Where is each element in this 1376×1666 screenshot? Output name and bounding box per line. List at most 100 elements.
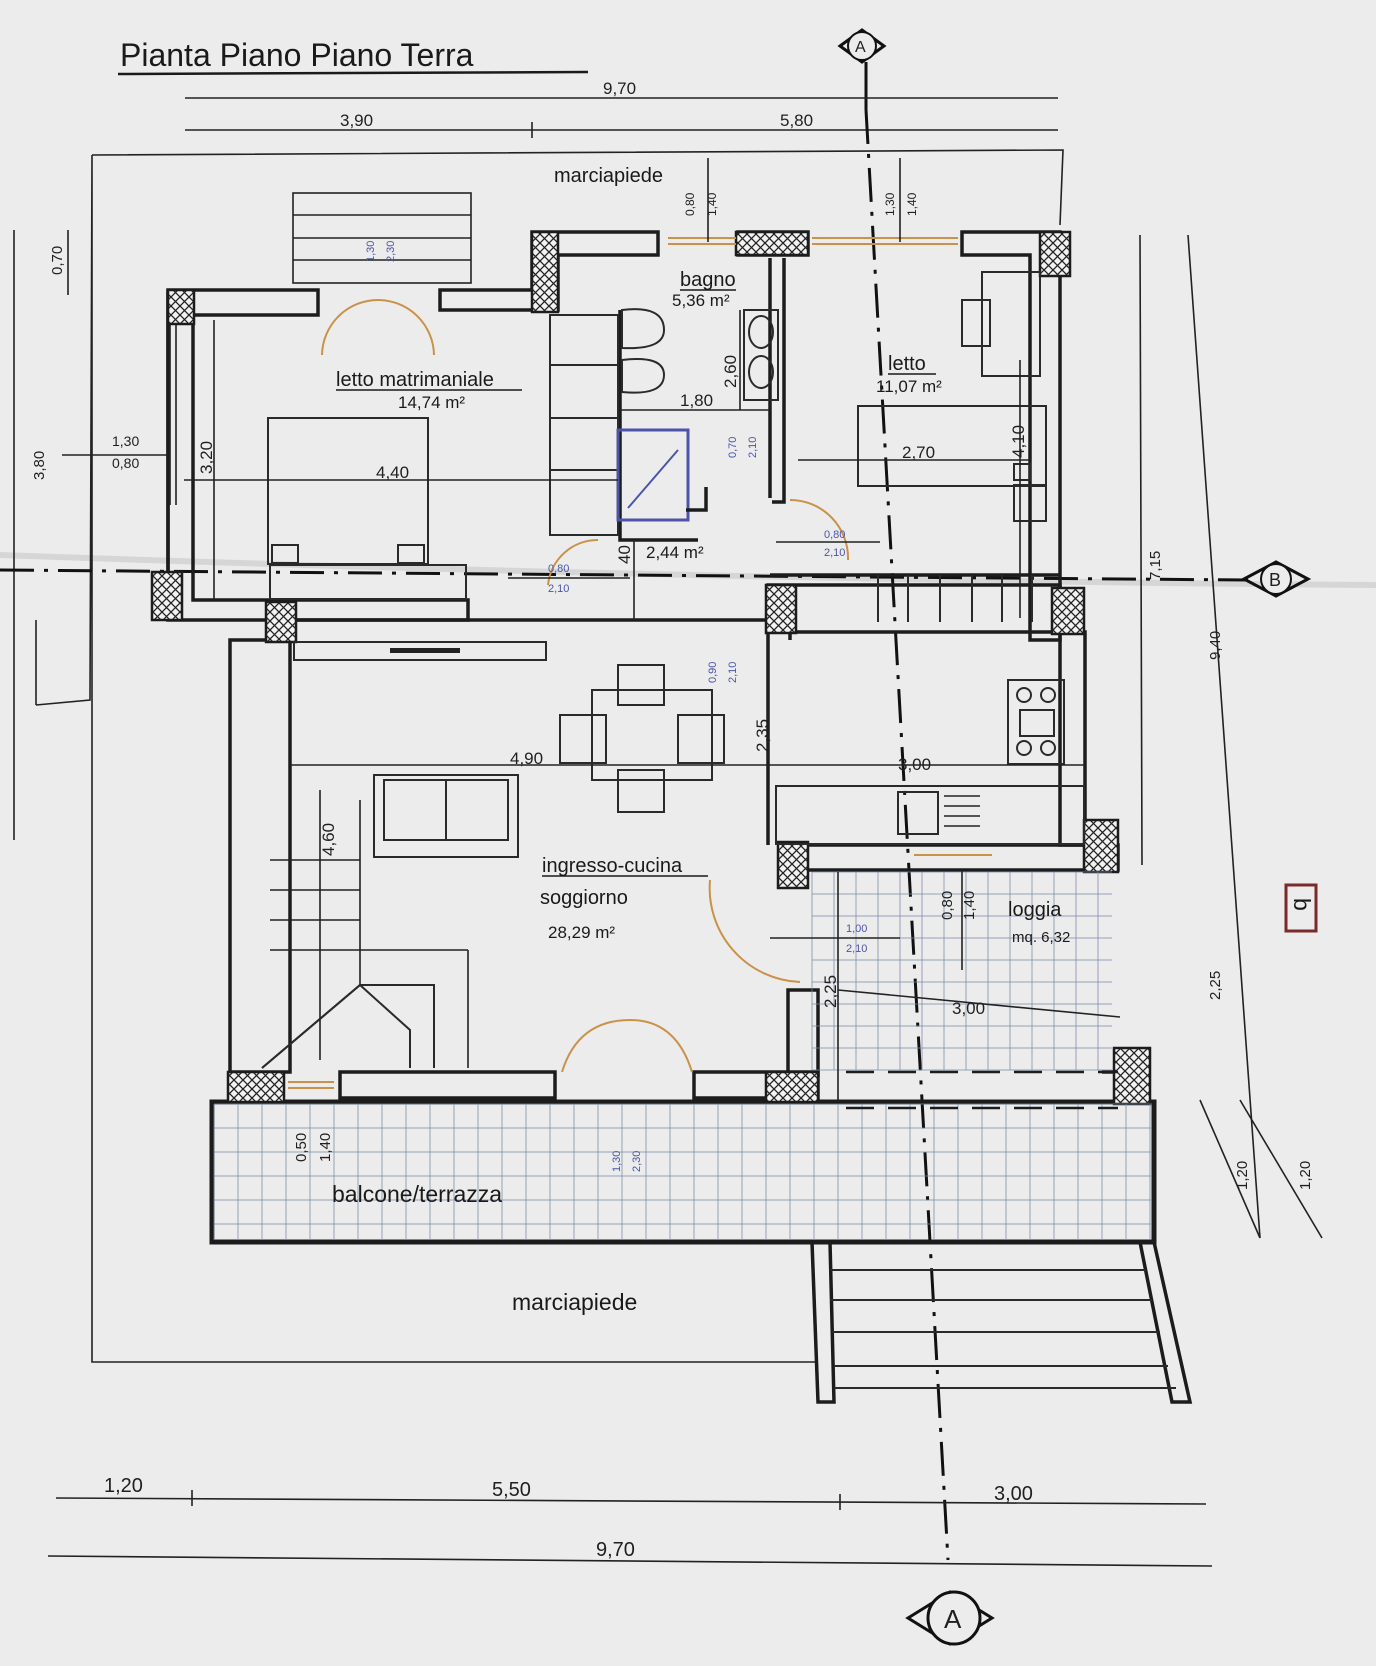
svg-text:2,10: 2,10 xyxy=(548,583,569,595)
section-axis-b xyxy=(0,568,1249,582)
room-living-name2: soggiorno xyxy=(540,887,628,909)
room-living-name1: ingresso-cucina xyxy=(542,855,683,877)
master-bedroom-furniture xyxy=(169,314,619,600)
top-dimensions: 9,70 3,90 5,80 xyxy=(185,79,1058,138)
balcony-floor-grid xyxy=(213,1103,1152,1240)
svg-text:3,00: 3,00 xyxy=(952,999,985,1018)
room-loggia-name: loggia xyxy=(1008,899,1062,921)
bathroom-fixtures xyxy=(616,308,779,522)
side-stamp-label: b xyxy=(1289,898,1315,911)
room-closet-area: 2,44 m² xyxy=(646,543,704,562)
bottom-dimensions: 1,20 5,50 3,00 9,70 xyxy=(47,1475,1213,1567)
svg-text:2,25: 2,25 xyxy=(1207,971,1224,1000)
svg-text:1,30: 1,30 xyxy=(112,433,139,449)
room-bed2-area: 11,07 m² xyxy=(876,377,942,396)
svg-text:1,20: 1,20 xyxy=(1297,1161,1314,1190)
svg-text:2,35: 2,35 xyxy=(753,719,772,752)
plan-title: Pianta Piano Piano Terra xyxy=(120,37,474,73)
svg-text:1,80: 1,80 xyxy=(680,391,713,410)
svg-text:2,30: 2,30 xyxy=(385,241,397,262)
svg-text:0,80: 0,80 xyxy=(548,563,569,575)
label-balcony: balcone/terrazza xyxy=(332,1181,502,1207)
svg-text:40: 40 xyxy=(615,545,634,564)
master-window-door xyxy=(321,299,435,356)
side-stamp xyxy=(1284,883,1318,933)
svg-text:A: A xyxy=(855,39,866,56)
room-master-area: 14,74 m² xyxy=(398,393,465,412)
room-master-name: letto matrimaniale xyxy=(336,369,494,391)
room-bed2-name: letto xyxy=(888,353,926,375)
svg-text:5,80: 5,80 xyxy=(780,111,813,130)
svg-text:1,40: 1,40 xyxy=(317,1133,334,1162)
svg-text:9,70: 9,70 xyxy=(603,79,636,98)
label-sidewalk-bottom: marciapiede xyxy=(512,1289,637,1315)
svg-text:B: B xyxy=(1269,570,1281,590)
svg-text:1,40: 1,40 xyxy=(961,891,978,920)
svg-text:0,90: 0,90 xyxy=(707,662,719,683)
svg-text:1,20: 1,20 xyxy=(1234,1161,1251,1190)
pillars xyxy=(150,230,1152,1106)
svg-text:3,00: 3,00 xyxy=(898,755,931,774)
interior-dimension-text: 4,40 3,20 1,30 0,80 1,80 2,60 2,70 4,10 … xyxy=(112,192,1028,1162)
svg-text:7,15: 7,15 xyxy=(1147,551,1164,580)
svg-text:2,70: 2,70 xyxy=(902,443,935,462)
main-doors xyxy=(561,879,801,1073)
interior-stair xyxy=(261,790,469,1069)
svg-text:1,40: 1,40 xyxy=(905,192,919,216)
outdoor-stair xyxy=(810,1241,1193,1404)
svg-text:2,30: 2,30 xyxy=(631,1151,643,1172)
svg-text:0,80: 0,80 xyxy=(112,455,139,471)
living-furniture xyxy=(293,641,725,858)
room-bath-name: bagno xyxy=(680,269,736,291)
svg-text:2,10: 2,10 xyxy=(727,662,739,683)
right-dimensions: 7,15 9,40 2,25 1,20 1,20 xyxy=(1139,234,1323,1239)
svg-text:2,10: 2,10 xyxy=(747,437,759,458)
svg-text:A: A xyxy=(944,1604,962,1634)
room-bath-area: 5,36 m² xyxy=(672,291,730,310)
svg-text:3,90: 3,90 xyxy=(340,111,373,130)
left-dimensions: 0,70 3,80 xyxy=(13,230,69,840)
svg-text:0,80: 0,80 xyxy=(683,192,697,216)
svg-text:3,80: 3,80 xyxy=(31,451,48,480)
svg-text:0,80: 0,80 xyxy=(824,529,845,541)
svg-text:4,90: 4,90 xyxy=(510,749,543,768)
svg-text:1,00: 1,00 xyxy=(846,923,867,935)
entry-stair-top xyxy=(292,192,472,284)
svg-text:1,40: 1,40 xyxy=(705,192,719,216)
section-mark-a-top: A xyxy=(837,28,887,64)
svg-text:1,20: 1,20 xyxy=(104,1475,143,1497)
svg-text:9,40: 9,40 xyxy=(1207,631,1224,660)
interior-dimension-lines xyxy=(62,158,1121,1110)
svg-text:1,30: 1,30 xyxy=(883,192,897,216)
svg-text:2,10: 2,10 xyxy=(824,547,845,559)
section-mark-a-bottom: A xyxy=(905,1590,995,1646)
svg-text:0,70: 0,70 xyxy=(727,437,739,458)
svg-text:9,70: 9,70 xyxy=(596,1539,635,1561)
svg-text:3,20: 3,20 xyxy=(197,441,216,474)
svg-text:0,50: 0,50 xyxy=(293,1133,310,1162)
svg-text:4,40: 4,40 xyxy=(376,463,409,482)
svg-text:4,10: 4,10 xyxy=(1009,425,1028,458)
svg-text:2,60: 2,60 xyxy=(721,355,740,388)
window-marks xyxy=(288,237,992,1089)
svg-text:0,80: 0,80 xyxy=(939,891,956,920)
hall-doors xyxy=(547,499,850,586)
room-labels: letto matrimaniale 14,74 m² bagno 5,36 m… xyxy=(332,165,1070,1315)
svg-text:1,30: 1,30 xyxy=(611,1151,623,1172)
room-living-area: 28,29 m² xyxy=(548,923,615,942)
svg-text:1,30: 1,30 xyxy=(365,241,377,262)
label-sidewalk-top: marciapiede xyxy=(554,165,663,187)
room-loggia-area: mq. 6,32 xyxy=(1012,929,1070,946)
site-outline xyxy=(35,149,1064,1363)
svg-text:3,00: 3,00 xyxy=(994,1483,1033,1505)
svg-text:2,25: 2,25 xyxy=(821,975,840,1008)
opening-labels: 1,30 2,30 0,70 2,10 0,80 2,10 0,80 2,10 … xyxy=(365,241,867,1172)
bedroom2-furniture xyxy=(857,271,1047,622)
section-mark-b: B xyxy=(1240,560,1312,598)
svg-text:4,60: 4,60 xyxy=(319,823,338,856)
kitchen-fixtures xyxy=(775,679,1085,845)
svg-text:0,70: 0,70 xyxy=(49,246,66,275)
svg-text:2,10: 2,10 xyxy=(846,943,867,955)
svg-text:5,50: 5,50 xyxy=(492,1479,531,1501)
